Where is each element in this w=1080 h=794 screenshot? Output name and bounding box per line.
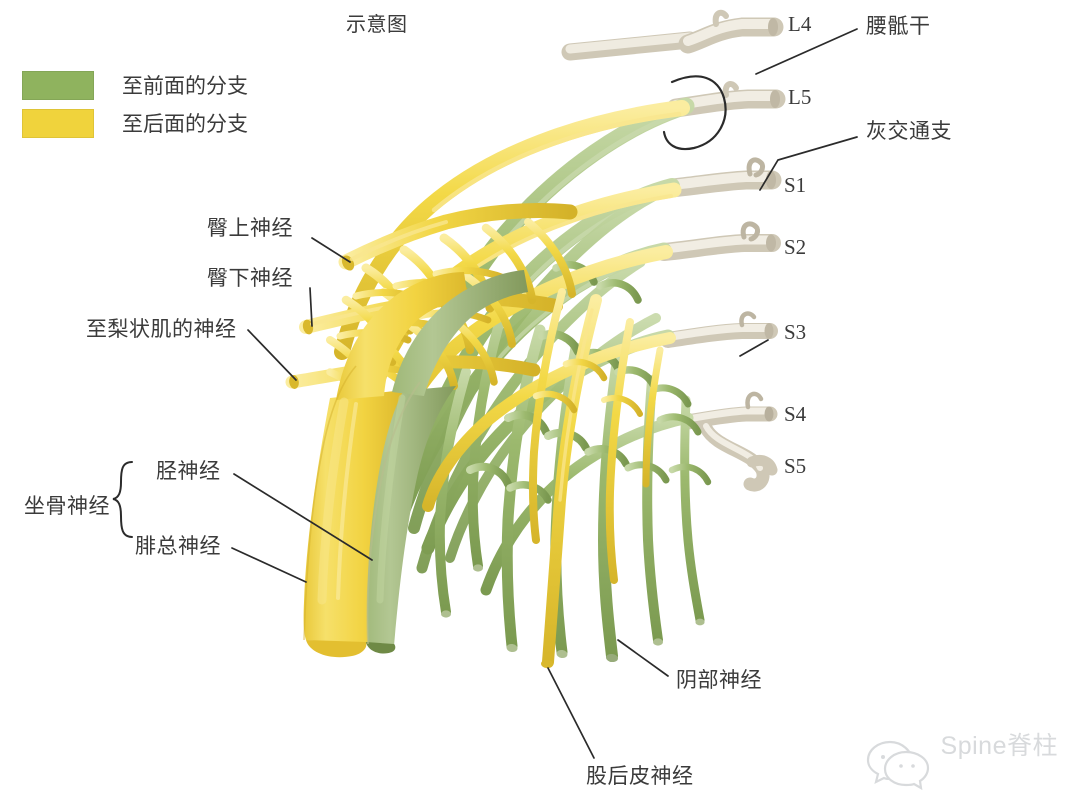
legend-label-posterior: 至后面的分支: [122, 112, 248, 136]
callout-tibial-nerve: 胫神经: [156, 459, 221, 483]
legend-swatch-posterior: [22, 108, 94, 138]
callout-pudendal-nerve: 阴部神经: [676, 668, 762, 692]
wechat-icon: [866, 740, 930, 791]
callout-lumbosacral-trunk: 腰骶干: [866, 14, 931, 38]
root-label-s1: S1: [784, 173, 807, 197]
root-label-s2: S2: [784, 235, 807, 259]
legend-label-anterior: 至前面的分支: [122, 74, 248, 98]
legend: 至前面的分支 至后面的分支: [22, 70, 248, 146]
watermark-text: Spine脊柱: [940, 732, 1058, 760]
root-label-s5: S5: [784, 454, 807, 478]
spinal-root-stubs: [561, 9, 786, 492]
figure-title: 示意图: [346, 14, 408, 36]
leader-lines: [231, 28, 858, 759]
lumbosacral-trunk-ring: [662, 75, 727, 151]
callout-nerve-to-piriformis: 至梨状肌的神经: [86, 317, 237, 341]
legend-item-posterior: 至后面的分支: [22, 108, 248, 138]
callout-posterior-femoral-cutaneous-nerve: 股后皮神经: [586, 764, 694, 788]
watermark: Spine脊柱: [863, 718, 1058, 770]
legend-item-anterior: 至前面的分支: [22, 70, 248, 100]
callout-sciatic-nerve: 坐骨神经: [24, 494, 110, 518]
callout-gray-ramus-communicans: 灰交通支: [866, 119, 952, 143]
sciatic-nerve-trunk: [303, 270, 528, 658]
root-label-s4: S4: [784, 402, 807, 426]
root-label-l5: L5: [788, 85, 812, 109]
root-label-s3: S3: [784, 320, 807, 344]
callout-common-peroneal-nerve: 腓总神经: [135, 534, 221, 558]
root-label-l4: L4: [788, 12, 812, 36]
legend-swatch-anterior: [22, 70, 94, 100]
callout-inferior-gluteal-nerve: 臀下神经: [207, 266, 293, 290]
callout-superior-gluteal-nerve: 臀上神经: [207, 216, 293, 240]
sciatic-nerve-brace: [112, 461, 133, 538]
